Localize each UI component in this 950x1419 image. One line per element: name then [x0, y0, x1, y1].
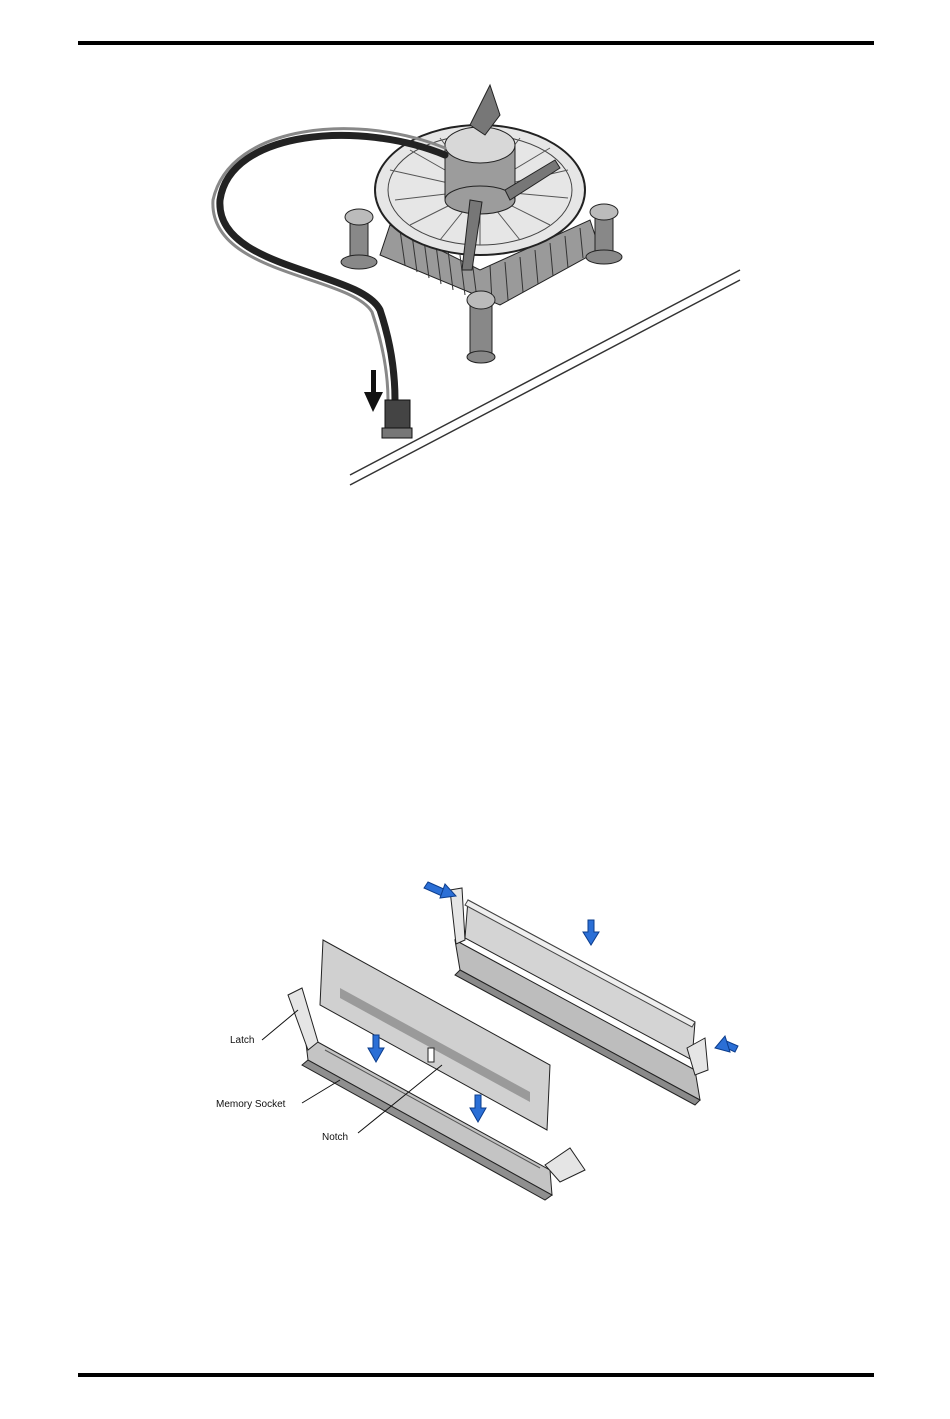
footer-rule [78, 1373, 874, 1377]
down-arrow-icon [364, 370, 383, 412]
memory-module-icon [320, 940, 550, 1130]
fan-connector-icon [382, 400, 412, 438]
label-latch: Latch [230, 1035, 254, 1046]
fan-cable-figure [200, 80, 760, 500]
memory-install-figure: Latch Memory Socket Notch [200, 870, 760, 1210]
label-notch: Notch [322, 1132, 348, 1143]
board-edge [350, 270, 740, 485]
header-rule [78, 41, 874, 45]
label-memory-socket: Memory Socket [216, 1099, 286, 1110]
